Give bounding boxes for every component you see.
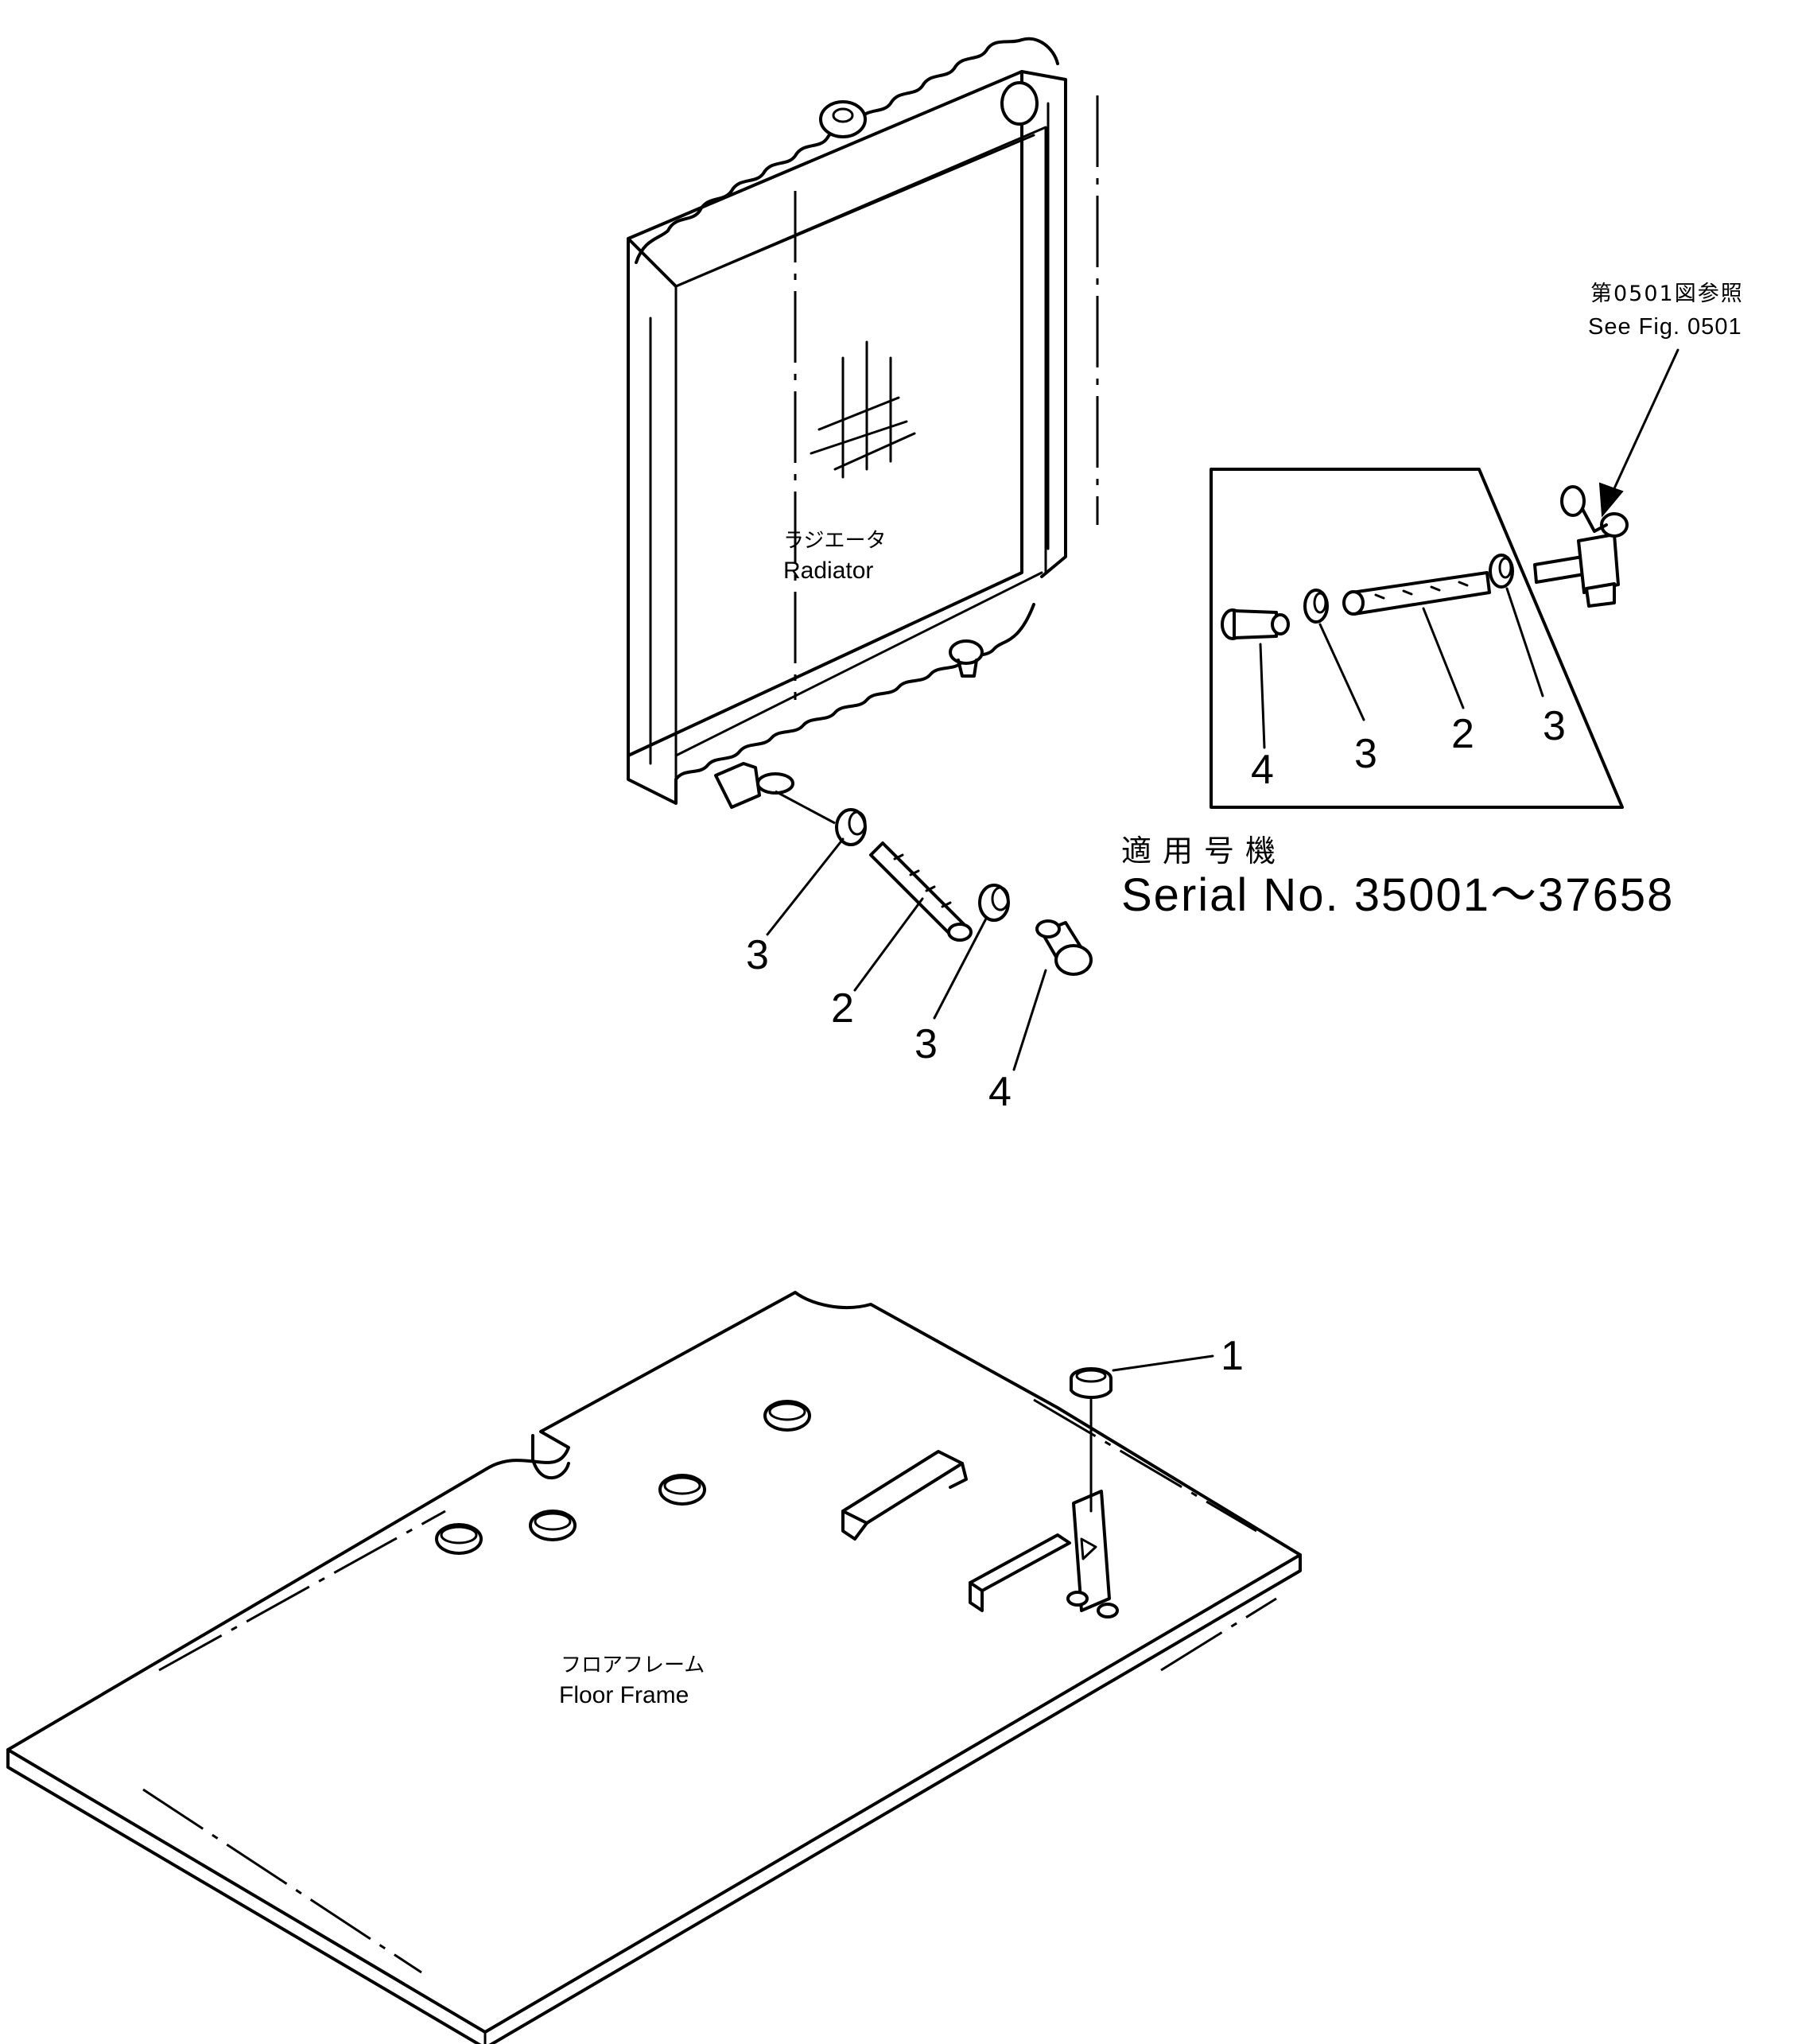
see-fig-label-en: See Fig. 0501 [1588,314,1742,340]
floor-frame-label-en: Floor Frame [559,1682,689,1708]
radiator-label-jp: ラジエータ [783,529,886,553]
reference-arrow [1598,348,1679,518]
clamp-lower [978,884,1010,922]
clamp-upper [835,808,867,846]
inset-callout-2: 2 [1451,711,1474,757]
floor-frame-label-jp: フロアフレーム [561,1653,705,1677]
floor-frame [6,1291,1302,2044]
radiator [627,37,1099,825]
callout-2-main: 2 [831,985,854,1032]
inset-callout-3-right: 3 [1543,703,1566,749]
callout-3-upper: 3 [746,932,769,978]
radiator-label-en: Radiator [783,558,873,584]
serial-label-en: Serial No. 35001～37658 [1121,869,1674,921]
serial-label-jp: 適用号機 [1121,834,1287,869]
inset-panel [1210,468,1629,809]
inset-callout-3-left: 3 [1354,731,1377,777]
see-fig-label-jp: 第0501図参照 [1590,282,1744,306]
hose [869,841,973,942]
callout-1-grommet: 1 [1221,1333,1244,1379]
plug [1035,919,1093,976]
callout-4-main: 4 [988,1069,1012,1115]
inset-callout-4: 4 [1251,747,1274,793]
callout-3-lower: 3 [914,1021,938,1067]
